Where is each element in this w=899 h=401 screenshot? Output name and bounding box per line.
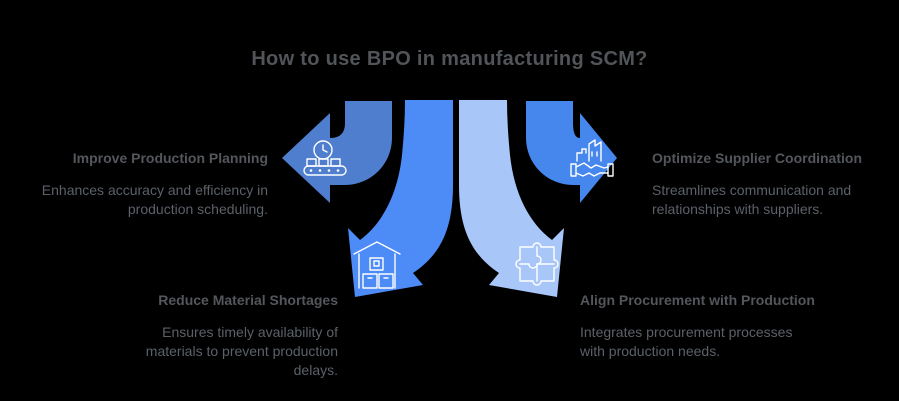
arrow-right (526, 101, 617, 203)
arrow-left (282, 101, 392, 203)
item-improve-production-planning: Improve Production Planning Enhances acc… (18, 149, 268, 219)
factory-handshake-icon (570, 139, 614, 177)
item-heading: Optimize Supplier Coordination (652, 150, 862, 166)
item-align-procurement-with-production: Align Procurement with Production Integr… (580, 291, 815, 361)
item-reduce-material-shortages: Reduce Material Shortages Ensures timely… (110, 291, 338, 380)
clock-conveyor-icon (303, 140, 347, 176)
item-description: Integrates procurement processes with pr… (580, 324, 793, 359)
page-title: How to use BPO in manufacturing SCM? (251, 48, 648, 70)
arrow-cluster (282, 100, 617, 297)
item-description: Enhances accuracy and efficiency in prod… (41, 182, 268, 217)
item-description: Ensures timely availability of materials… (145, 324, 338, 378)
warehouse-boxes-icon (353, 241, 401, 289)
arrow-bottom-right (459, 100, 564, 297)
puzzle-pieces-icon (515, 242, 559, 286)
item-heading: Reduce Material Shortages (158, 292, 338, 308)
item-optimize-supplier-coordination: Optimize Supplier Coordination Streamlin… (652, 149, 884, 219)
arrow-bottom-left (348, 100, 453, 297)
item-heading: Align Procurement with Production (580, 292, 815, 308)
item-heading: Improve Production Planning (72, 150, 268, 166)
item-description: Streamlines communication and relationsh… (652, 182, 852, 217)
